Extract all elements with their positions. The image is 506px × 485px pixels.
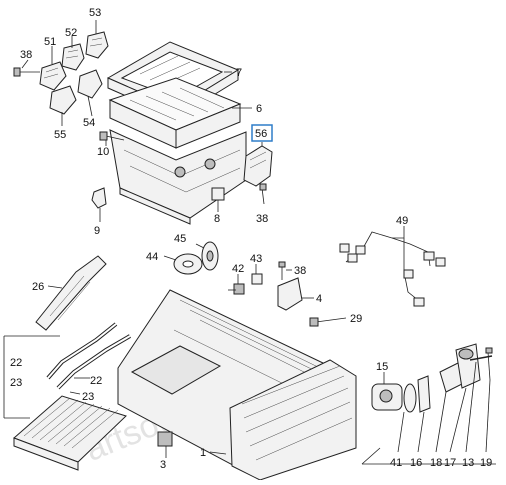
callout-6[interactable]: 6 [256, 103, 262, 115]
callout-56[interactable]: 56 [255, 128, 267, 140]
callout-54[interactable]: 54 [83, 117, 95, 129]
callout-1[interactable]: 1 [200, 447, 206, 459]
callout-38-mid[interactable]: 38 [256, 213, 268, 225]
clip-9[interactable] [91, 187, 107, 209]
actuator-53[interactable] [85, 31, 109, 59]
callout-17[interactable]: 17 [444, 457, 456, 469]
callout-38-top[interactable]: 38 [20, 49, 32, 61]
callout-53[interactable]: 53 [89, 7, 101, 19]
bracket-4[interactable] [277, 277, 303, 311]
callout-29[interactable]: 29 [350, 313, 362, 325]
callout-51[interactable]: 51 [44, 36, 56, 48]
callout-18[interactable]: 18 [430, 457, 442, 469]
pipe-23[interactable] [56, 334, 132, 390]
callout-19[interactable]: 19 [480, 457, 492, 469]
callout-16[interactable]: 16 [410, 457, 422, 469]
screw-10[interactable] [99, 131, 125, 141]
callout-26[interactable]: 26 [32, 281, 44, 293]
callout-52[interactable]: 52 [65, 27, 77, 39]
callout-22-right[interactable]: 22 [90, 375, 102, 387]
callout-23-left[interactable]: 23 [10, 377, 22, 389]
bracket-16[interactable] [417, 375, 431, 413]
callout-45[interactable]: 45 [174, 233, 186, 245]
screw-38-mid[interactable] [259, 183, 267, 205]
housing-frame-6[interactable] [108, 77, 242, 149]
actuator-55[interactable] [49, 85, 77, 115]
callout-55[interactable]: 55 [54, 129, 66, 141]
callout-42[interactable]: 42 [232, 263, 244, 275]
pipe-22[interactable] [46, 322, 118, 380]
plug-3[interactable] [157, 431, 173, 447]
callout-13[interactable]: 13 [462, 457, 474, 469]
callout-41[interactable]: 41 [390, 457, 402, 469]
screw-19[interactable] [485, 347, 493, 381]
nut-43[interactable] [251, 273, 263, 285]
gasket-44[interactable] [173, 253, 203, 275]
callout-22-left[interactable]: 22 [10, 357, 22, 369]
callout-3[interactable]: 3 [160, 459, 166, 471]
grommet-45[interactable] [201, 241, 219, 271]
callout-15[interactable]: 15 [376, 361, 388, 373]
callout-4[interactable]: 4 [316, 293, 322, 305]
callout-56-highlight [251, 124, 273, 142]
callout-23-right[interactable]: 23 [82, 391, 94, 403]
wiring-harness-49[interactable] [339, 226, 446, 307]
actuator-51[interactable] [39, 61, 67, 91]
callout-8[interactable]: 8 [214, 213, 220, 225]
callout-43[interactable]: 43 [250, 253, 262, 265]
actuator-56[interactable] [243, 145, 273, 187]
screw-38-bracket[interactable] [278, 261, 286, 280]
bolt-29[interactable] [309, 317, 347, 327]
seal-41[interactable] [403, 383, 417, 413]
callout-38-right[interactable]: 38 [294, 265, 306, 277]
actuator-54[interactable] [77, 69, 103, 99]
clip-8[interactable] [211, 187, 225, 201]
screw-38-top[interactable] [13, 67, 40, 77]
callout-9[interactable]: 9 [94, 225, 100, 237]
evaporator-core[interactable] [229, 359, 357, 481]
actuator-52[interactable] [61, 43, 85, 71]
callout-7[interactable]: 7 [236, 67, 242, 79]
motor-15[interactable] [371, 383, 403, 411]
bolt-42[interactable] [228, 283, 245, 295]
callout-49[interactable]: 49 [396, 215, 408, 227]
heater-core[interactable] [13, 395, 127, 471]
callout-10[interactable]: 10 [97, 146, 109, 158]
callout-44[interactable]: 44 [146, 251, 158, 263]
duct-26[interactable] [35, 255, 107, 331]
